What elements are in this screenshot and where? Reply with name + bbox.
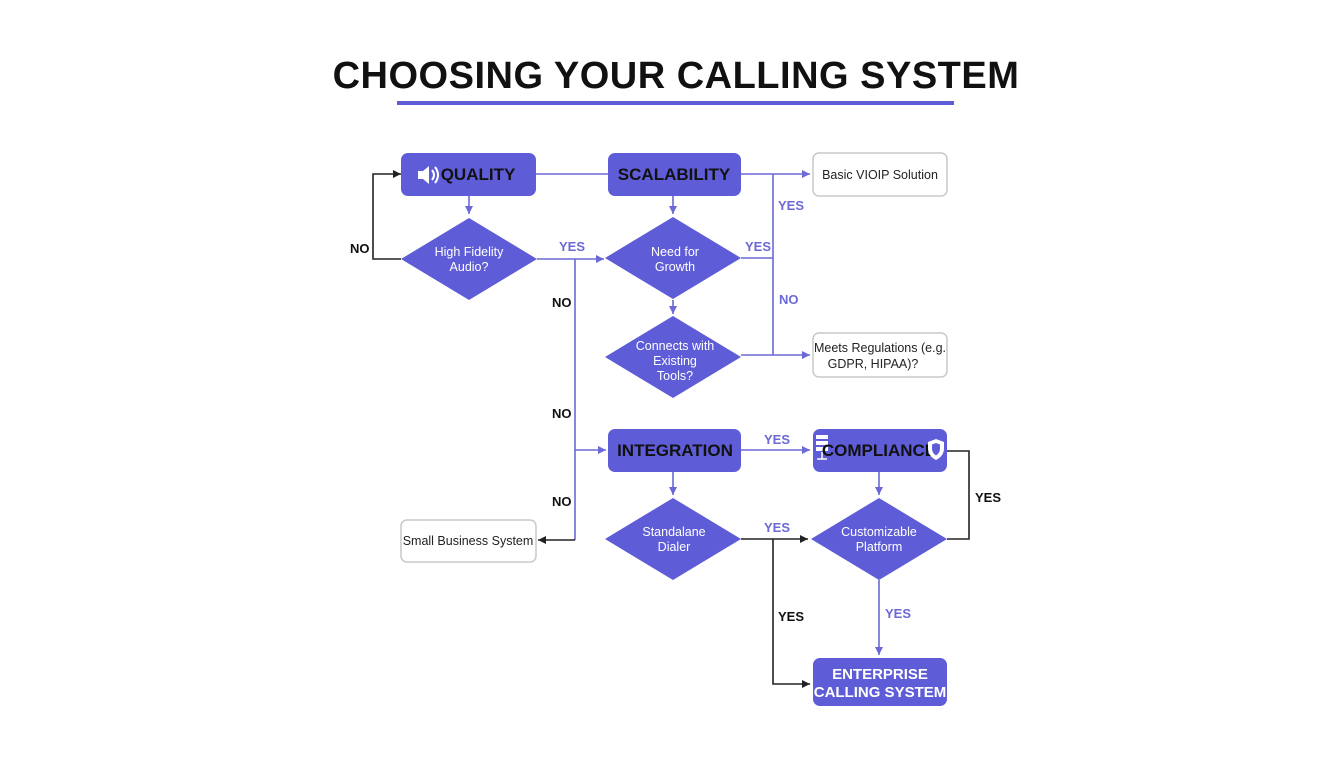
- compliance-label: COMPLIANCE: [822, 441, 936, 460]
- decision-high-fidelity: High Fidelity Audio?: [401, 218, 537, 300]
- need-growth-line-2: Growth: [655, 260, 695, 274]
- customizable-line-2: Platform: [856, 540, 903, 554]
- need-growth-line-1: Need for: [651, 245, 699, 259]
- outcome-basic-voip: Basic VIOIP Solution: [812, 152, 948, 197]
- high-fidelity-line-2: Audio?: [450, 260, 489, 274]
- connects-tools-line-1: Connects with: [636, 339, 715, 353]
- quality-label: QUALITY: [441, 165, 516, 184]
- decision-need-growth: Need for Growth: [605, 217, 741, 299]
- meets-regulations-line-1: Meets Regulations (e.g.: [814, 341, 946, 355]
- node-quality: QUALITY: [401, 153, 536, 196]
- edge-label-yes: YES: [559, 239, 585, 254]
- edge-label-no: NO: [350, 241, 370, 256]
- title-underline: [397, 101, 954, 105]
- edge-label-yes: YES: [885, 606, 911, 621]
- basic-voip-label: Basic VIOIP Solution: [822, 168, 938, 182]
- decision-connects-tools: Connects with Existing Tools?: [605, 316, 741, 398]
- enterprise-line-2: CALLING SYSTEM: [814, 684, 947, 701]
- enterprise-line-1: ENTERPRISE: [832, 666, 928, 683]
- node-integration: INTEGRATION: [608, 429, 741, 472]
- edge-label-no: NO: [779, 292, 799, 307]
- meets-regulations-line-2: GDPR, HIPAA)?: [828, 357, 919, 371]
- standalone-line-2: Dialer: [658, 540, 691, 554]
- scalability-label: SCALABILITY: [618, 165, 731, 184]
- edge-label-no: NO: [552, 295, 572, 310]
- edge-label-no: NO: [552, 406, 572, 421]
- speaker-icon: [418, 166, 439, 184]
- edge-labels: NO YES NO YES YES NO NO NO YES YES YES Y…: [350, 198, 1001, 624]
- connects-tools-line-3: Tools?: [657, 369, 693, 383]
- standalone-line-1: Standalane: [642, 525, 705, 539]
- small-business-label: Small Business System: [403, 534, 534, 548]
- server-icon: [816, 435, 828, 460]
- integration-label: INTEGRATION: [617, 441, 733, 460]
- edge-label-no: NO: [552, 494, 572, 509]
- edge-label-yes: YES: [778, 198, 804, 213]
- page-title: CHOOSING YOUR CALLING SYSTEM: [333, 55, 1020, 97]
- edge-label-yes: YES: [764, 520, 790, 535]
- node-enterprise: ENTERPRISE CALLING SYSTEM: [813, 658, 947, 706]
- shield-icon: [928, 439, 944, 460]
- connectors: [372, 170, 970, 688]
- edge-label-yes: YES: [764, 432, 790, 447]
- edge-label-yes: YES: [778, 609, 804, 624]
- customizable-line-1: Customizable: [841, 525, 917, 539]
- node-scalability: SCALABILITY: [608, 153, 741, 196]
- outcome-small-business: Small Business System: [400, 519, 537, 563]
- edge-label-yes: YES: [745, 239, 771, 254]
- outcome-meets-regulations: Meets Regulations (e.g. GDPR, HIPAA)?: [812, 332, 948, 378]
- high-fidelity-line-1: High Fidelity: [435, 245, 505, 259]
- decision-standalone: Standalane Dialer: [605, 498, 741, 580]
- edge-label-yes: YES: [975, 490, 1001, 505]
- decision-customizable: Customizable Platform: [811, 498, 947, 580]
- connects-tools-line-2: Existing: [653, 354, 697, 368]
- node-compliance: COMPLIANCE: [813, 429, 947, 472]
